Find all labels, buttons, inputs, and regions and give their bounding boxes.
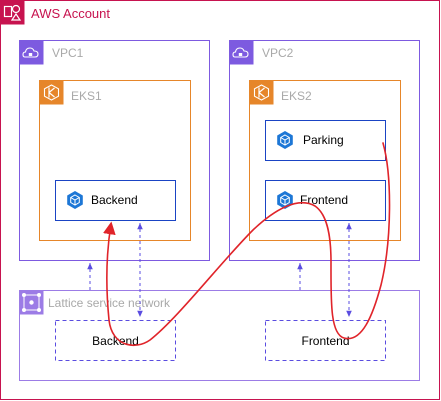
eks-icon bbox=[249, 80, 274, 105]
lattice-frontend-label: Frontend bbox=[301, 334, 349, 348]
eks2-label: EKS2 bbox=[281, 89, 312, 103]
vpc1-group: VPC1 bbox=[19, 40, 210, 261]
eks2-parking-label: Parking bbox=[303, 133, 344, 147]
eks1-border bbox=[39, 80, 191, 241]
k8s-pod-icon bbox=[277, 131, 293, 149]
vpc2-border bbox=[229, 40, 420, 261]
request-path-line bbox=[103, 142, 391, 347]
lattice-backend-service: Backend bbox=[55, 320, 176, 361]
eks2-frontend-label: Frontend bbox=[300, 193, 348, 207]
eks2-frontend-service: Frontend bbox=[265, 180, 386, 221]
eks1-group: EKS1 bbox=[39, 80, 191, 241]
eks1-backend-service: Backend bbox=[55, 180, 176, 221]
k8s-pod-icon bbox=[67, 191, 83, 209]
eks-icon bbox=[39, 80, 64, 105]
eks2-group: EKS2 bbox=[249, 80, 401, 241]
vpc2-label: VPC2 bbox=[262, 46, 294, 60]
lattice-network-border bbox=[19, 290, 420, 381]
vpc-cloud-icon bbox=[229, 40, 254, 65]
vpc2-group: VPC2 bbox=[229, 40, 420, 261]
eks1-label: EKS1 bbox=[71, 89, 102, 103]
vpc1-label: VPC1 bbox=[52, 46, 84, 60]
lattice-network-label: Lattice service network bbox=[48, 296, 171, 310]
lattice-backend-border bbox=[55, 320, 176, 361]
lattice-network-group: Lattice service network bbox=[19, 290, 420, 381]
lattice-network-icon bbox=[19, 290, 44, 315]
k8s-pod-icon bbox=[277, 191, 293, 209]
eks2-parking-service: Parking bbox=[265, 120, 386, 161]
request-path bbox=[103, 142, 391, 347]
vpc1-border bbox=[19, 40, 210, 261]
lattice-frontend-border bbox=[265, 320, 386, 361]
aws-account-label: AWS Account bbox=[31, 6, 110, 21]
eks1-backend-label: Backend bbox=[91, 193, 138, 207]
vpc-cloud-icon bbox=[19, 40, 44, 65]
dashed-connectors bbox=[87, 223, 352, 317]
aws-account-icon bbox=[0, 0, 25, 25]
eks2-border bbox=[249, 80, 401, 241]
lattice-frontend-service: Frontend bbox=[265, 320, 386, 361]
